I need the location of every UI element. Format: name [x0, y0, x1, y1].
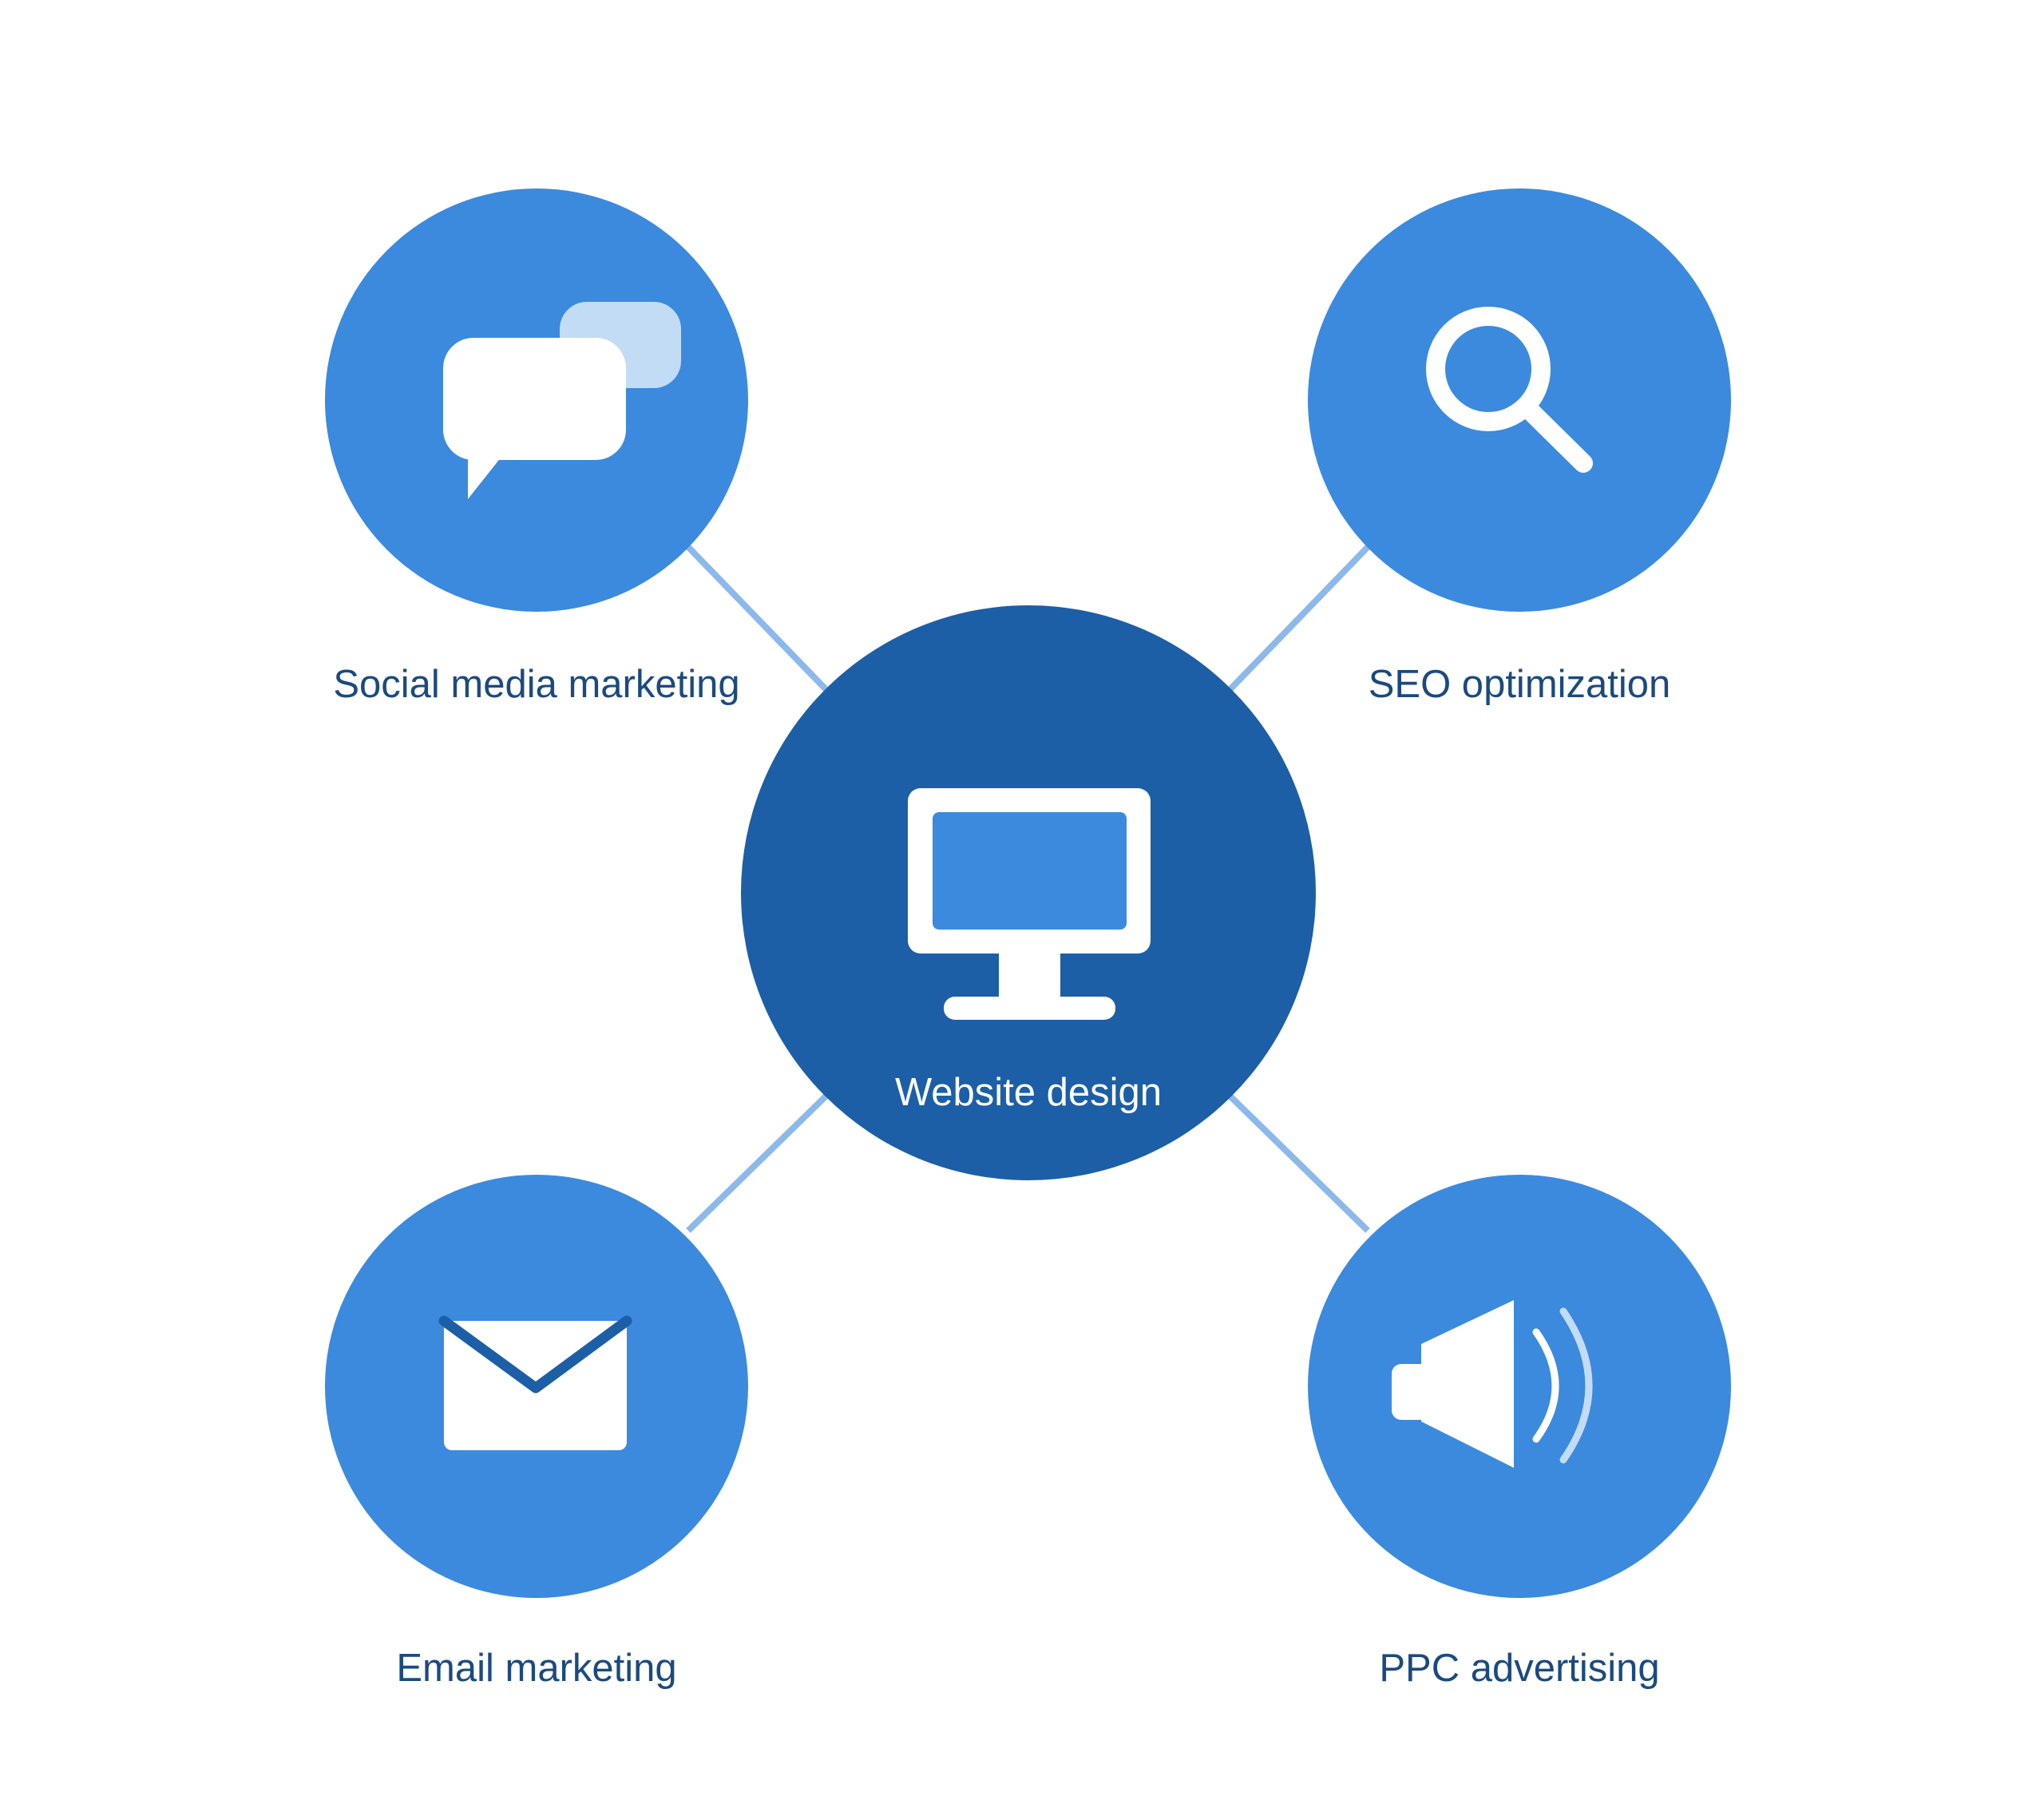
speaker-icon — [1392, 1300, 1593, 1468]
node-label: SEO optimization — [1369, 663, 1671, 706]
magnifier-icon — [1426, 307, 1593, 473]
node-ppc-advertising[interactable]: PPC advertising — [1308, 1175, 1731, 1690]
envelope-icon — [438, 1315, 632, 1450]
monitor-icon — [908, 788, 1151, 1020]
node-seo-optimization[interactable]: SEO optimization — [1308, 188, 1731, 706]
chat-bubbles-icon — [443, 302, 681, 499]
node-label: Social media marketing — [333, 663, 739, 706]
center-label: Website design — [895, 1071, 1162, 1114]
node-circle — [1308, 1175, 1731, 1598]
connector-email — [686, 1092, 830, 1233]
connector-ppc — [1226, 1092, 1370, 1233]
node-label: PPC advertising — [1379, 1647, 1659, 1690]
node-email-marketing[interactable]: Email marketing — [325, 1175, 748, 1690]
connectors — [686, 545, 1370, 1233]
node-website-design[interactable]: Website design — [741, 605, 1316, 1180]
node-label: Email marketing — [396, 1647, 676, 1690]
connector-social — [686, 545, 830, 694]
connector-seo — [1226, 545, 1370, 694]
node-social-media-marketing[interactable]: Social media marketing — [325, 188, 748, 706]
